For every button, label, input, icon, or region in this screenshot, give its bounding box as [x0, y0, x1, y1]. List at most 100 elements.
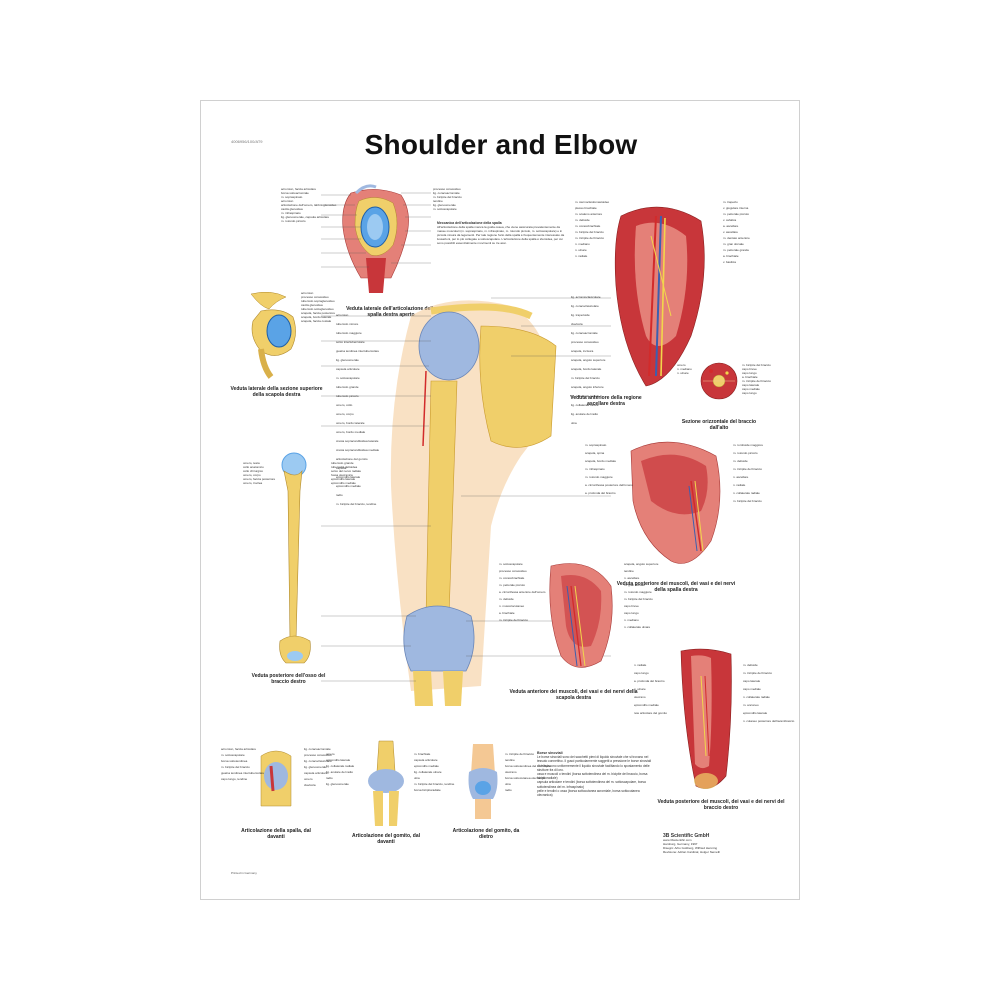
anatomy-label: a. ascellare — [723, 224, 739, 228]
poster-code: 4006956/100/AT9 — [231, 139, 263, 144]
anatomy-label: v. basilica — [723, 260, 736, 264]
publisher-line: Disegni: Arbo Gottberg, Wilfried Henning — [663, 846, 718, 850]
anatomy-label: epicondilo mediale — [336, 484, 361, 488]
anatomy-label: guaina tendinea intertubercolare — [221, 771, 265, 775]
anatomy-label: tubercolo piccolo — [336, 394, 359, 398]
caption-elbow-back: Articolazione del gomito, da dietro — [452, 828, 520, 840]
anatomy-label: capo lungo — [742, 391, 757, 395]
anatomy-label: lig. glenoomerale — [433, 203, 456, 207]
anatomy-label: borsa sottotendinea del m. tricipite — [505, 764, 551, 768]
fig-main-shoulder-elbow — [321, 286, 611, 706]
publisher-line: Revisione: Adrian Cardinal, Holger Nemet… — [663, 850, 721, 854]
anatomy-label: m. infraspinato — [281, 211, 301, 215]
fig-elbow-back — [463, 744, 503, 819]
fig-elbow-front — [361, 740, 411, 826]
anatomy-label: articolazione dell'omero, labbro glenoid… — [281, 203, 337, 207]
anatomy-label: scapola, bordo mediale — [585, 459, 617, 463]
anatomy-label: m. gran dorsale — [723, 242, 744, 246]
anatomy-label: ulna — [571, 421, 577, 425]
anatomy-label: n. radiale — [575, 254, 588, 258]
anatomy-label: olecrano — [505, 770, 517, 774]
anatomy-label: omero, bordo laterale — [336, 421, 365, 425]
caption-scapula-section: Veduta laterale della sezione superiore … — [230, 386, 323, 398]
anatomy-label: tuberosità deltoidea — [331, 465, 358, 469]
anatomy-label: omero, corpo — [243, 473, 261, 477]
anatomy-label: tubercolo grande — [331, 461, 354, 465]
bursa-text: Le borse sinoviali sono dei sacchetti pi… — [537, 755, 652, 772]
anatomy-label: scapola, bordo laterale — [301, 315, 332, 319]
anatomy-label: acromion — [281, 199, 294, 203]
anatomy-label: omero, troclea — [243, 481, 263, 485]
anatomy-label: radio — [326, 776, 333, 780]
anatomy-label: acromion — [336, 313, 349, 317]
anatomy-label: a. brachiale — [723, 254, 739, 258]
anatomy-label: plesso brachiale — [575, 206, 597, 210]
anatomy-label: tubercolo maggiore — [336, 331, 362, 335]
anatomy-label: m. sottoscapolare — [499, 562, 523, 566]
anatomy-label: epicondilo laterale — [743, 711, 768, 715]
anatomy-label: m. sottoscapolare — [433, 207, 457, 211]
fig-arm-section — [699, 361, 739, 401]
anatomy-label: cavità glenoidea — [301, 303, 323, 307]
anatomy-label: a. profonda del braccio — [634, 679, 665, 683]
anatomy-label: m. coracobrachiale — [499, 576, 525, 580]
anatomy-label: cavità glenoidea — [281, 207, 303, 211]
anatomy-label: cresta sopracondiloidea laterale — [336, 439, 379, 443]
anatomy-label: articolazione del gomito — [336, 457, 368, 461]
anatomy-label: m. tricipite del braccio — [499, 618, 529, 622]
anatomy-label: m. tricipite del braccio — [743, 671, 773, 675]
anatomy-label: m. anconeo — [743, 703, 759, 707]
anatomy-label: borsa sottoacromiale — [281, 191, 309, 195]
anatomy-label: solco del nervo radiale — [331, 469, 362, 473]
anatomy-label: m. pettorale piccolo — [499, 583, 526, 587]
anatomy-label: lig. coracoclavicolare — [571, 304, 599, 308]
bursa-item: pelle e tendini o ossa (borsa sottocutan… — [537, 788, 640, 798]
anatomy-label: omero, bordo mediale — [336, 430, 366, 434]
anatomy-label: m. sopraspinato — [281, 195, 303, 199]
caption-posterior-shoulder: Veduta posteriore dei muscoli, dei vasi … — [616, 581, 736, 593]
fig-axilla-anterior — [601, 196, 721, 387]
anatomy-label: m. pettorale piccolo — [723, 212, 750, 216]
caption-anterior-scapula: Veduta anteriore dei muscoli, dei vasi e… — [509, 689, 638, 701]
anatomy-label: m. sopraspinato — [585, 443, 607, 447]
bursa-title: Borse sinoviali — [537, 751, 563, 755]
anatomy-label: m. sternocleidomastoideo — [575, 200, 610, 204]
anatomy-label: olecrano — [634, 695, 646, 699]
anatomy-label: m. bicipite del braccio — [575, 230, 604, 234]
anatomy-label: m. rotondo piccolo — [733, 451, 758, 455]
anatomy-label: n. collaterale radiale — [743, 695, 770, 699]
anatomy-label: radio — [505, 788, 512, 792]
anatomy-label: epicondilo mediale — [634, 703, 659, 707]
anatomy-label: processo coracoideo — [571, 340, 599, 344]
bursa-note: Borse sinoviali Le borse sinoviali sono … — [537, 751, 655, 797]
anatomy-label: n. radiale — [733, 483, 746, 487]
anatomy-label: processo coracoideo — [499, 569, 527, 573]
anatomy-label: tendine — [624, 569, 634, 573]
anatomy-label: lig. coracoacromiale — [433, 191, 460, 195]
anatomy-label: capo laterale — [743, 679, 761, 683]
anatomy-label: n. ulnare — [634, 687, 646, 691]
anatomy-label: fossa olecranica — [331, 473, 353, 477]
anatomy-label: lig. glenoomerale — [336, 358, 359, 362]
anatomy-label: m. bicipite del braccio — [624, 597, 653, 601]
anatomy-label: m. tricipite del braccio — [575, 236, 605, 240]
publisher-line: www.3bscientific.com — [663, 838, 692, 842]
caption-elbow-front: Articolazione del gomito, dal davanti — [351, 833, 421, 845]
anatomy-label: m. tricipite del braccio — [505, 752, 535, 756]
anatomy-label: collo chirurgico — [243, 469, 264, 473]
anatomy-label: m. bicipite del braccio — [433, 195, 462, 199]
anatomy-label: borsa sottocutanea olecranica — [505, 776, 546, 780]
publisher-block: 3B Scientific GmbH www.3bscientific.com … — [663, 834, 783, 855]
anatomy-label: m. dentato anteriore — [723, 236, 750, 240]
anatomy-label: clavicola — [571, 322, 583, 326]
anatomy-label: m. bicipite del braccio — [571, 376, 600, 380]
anatomy-label: scapola, spina — [585, 451, 605, 455]
caption-posterior-arm: Veduta posteriore dei muscoli, dei vasi … — [657, 799, 785, 811]
anatomy-label: n. cutaneo posteriore dell'avambraccio — [743, 719, 795, 723]
